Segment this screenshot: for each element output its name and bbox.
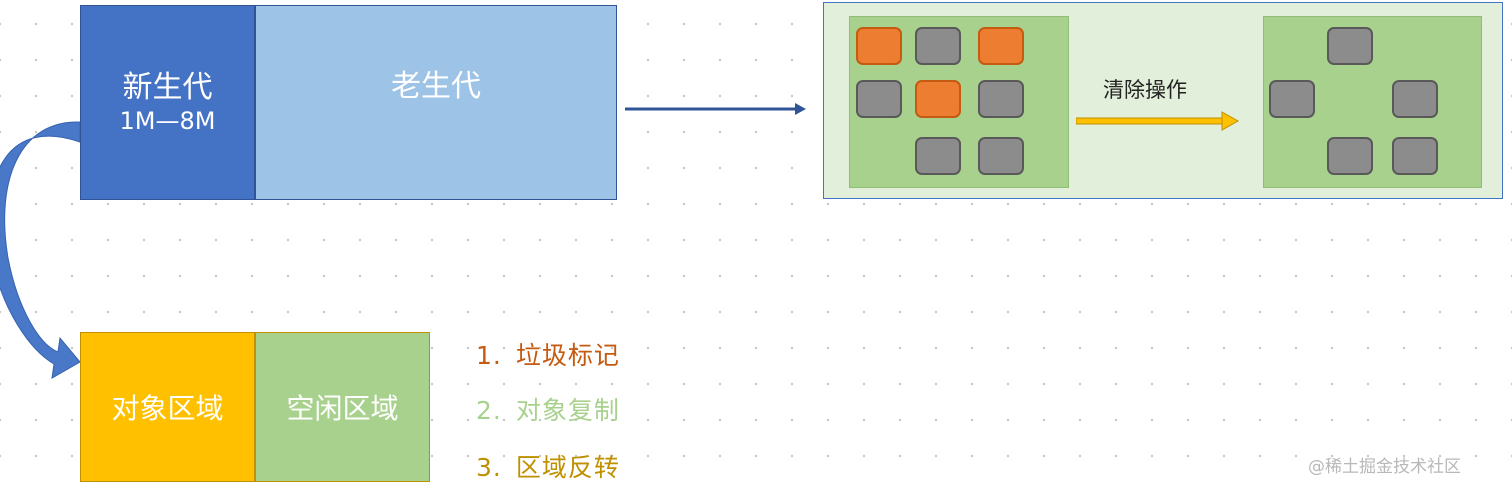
cleanup-arrow	[1076, 111, 1240, 131]
free-area-label: 空闲区域	[286, 392, 399, 425]
cleanup-label: 清除操作	[1103, 78, 1187, 102]
object-cell	[978, 80, 1024, 118]
watermark: @稀土掘金技术社区	[1308, 457, 1461, 477]
object-cell	[915, 137, 961, 175]
object-cell	[1392, 80, 1438, 118]
after-cleanup-area	[1263, 16, 1482, 188]
young-generation-size: 1M—8M	[119, 106, 216, 135]
young-generation-label: 新生代	[122, 69, 213, 105]
object-cell	[978, 27, 1024, 65]
step-mark: 1.垃圾标记	[476, 341, 620, 370]
before-cleanup-area	[849, 16, 1069, 188]
object-cell	[1327, 137, 1373, 175]
object-cell	[856, 27, 902, 65]
object-cell	[856, 80, 902, 118]
object-area-label: 对象区域	[111, 392, 224, 425]
object-cell	[915, 27, 961, 65]
object-cell	[1392, 137, 1438, 175]
old-generation-label: 老生代	[391, 68, 481, 104]
object-cell	[978, 137, 1024, 175]
old-generation-block: 老生代	[255, 5, 617, 200]
object-area-block: 对象区域	[80, 332, 255, 482]
object-cell	[915, 80, 961, 118]
free-area-block: 空闲区域	[255, 332, 430, 482]
curved-arrow	[0, 121, 81, 379]
young-generation-block: 新生代 1M—8M	[80, 5, 255, 200]
object-cell	[1269, 80, 1315, 118]
step-swap: 3.区域反转	[476, 453, 620, 482]
to-panel-arrow-head	[795, 103, 806, 115]
step-copy: 2.对象复制	[476, 396, 620, 425]
object-cell	[1327, 27, 1373, 65]
